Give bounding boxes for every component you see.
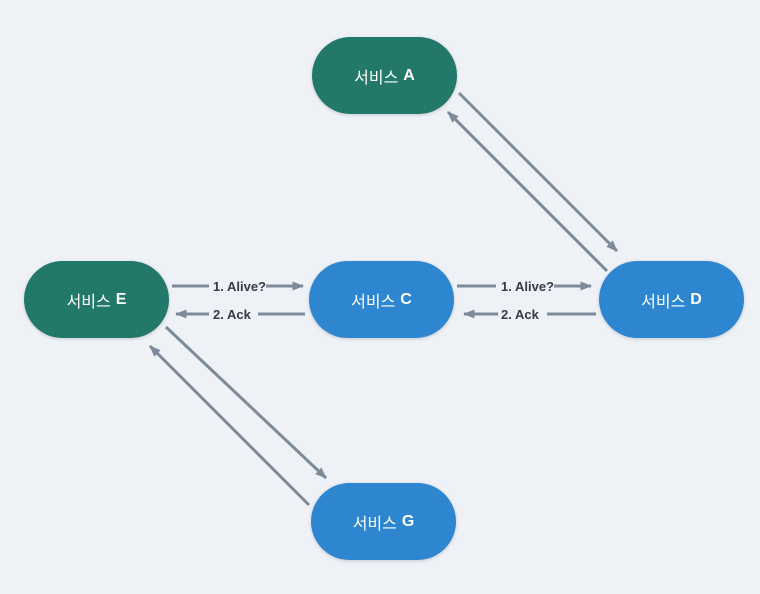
node-service-d[interactable]: 서비스 D <box>599 261 744 338</box>
node-e-prefix: 서비스 <box>66 293 111 311</box>
node-service-g[interactable]: 서비스 G <box>311 483 456 560</box>
edge-label-e-c: 1. Alive? <box>213 279 266 294</box>
node-a-letter: A <box>403 66 415 84</box>
node-a-prefix: 서비스 <box>354 69 399 87</box>
node-c-letter: C <box>400 290 412 308</box>
edge-label-c-e: 2. Ack <box>213 307 252 322</box>
node-service-c[interactable]: 서비스 C <box>309 261 454 338</box>
node-e-letter: E <box>115 290 127 308</box>
node-g-letter: G <box>401 512 415 530</box>
edge-d-to-c: 2. Ack <box>463 307 596 322</box>
node-d-letter: D <box>690 290 702 308</box>
edge-label-c-d: 1. Alive? <box>501 279 554 294</box>
node-service-a[interactable]: 서비스 A <box>312 37 457 114</box>
edge-c-to-e: 2. Ack <box>175 307 305 322</box>
node-service-e[interactable]: 서비스 E <box>24 261 169 338</box>
edge-d-to-a <box>446 110 609 273</box>
edge-label-d-c: 2. Ack <box>501 307 540 322</box>
edge-a-to-d <box>457 91 619 253</box>
edge-e-to-g <box>164 325 328 480</box>
edge-e-to-c: 1. Alive? <box>172 279 304 294</box>
node-d-prefix: 서비스 <box>641 293 686 311</box>
edge-c-to-d: 1. Alive? <box>457 279 592 294</box>
node-g-prefix: 서비스 <box>352 515 397 533</box>
edge-g-to-e <box>148 344 311 507</box>
node-c-prefix: 서비스 <box>351 293 396 311</box>
